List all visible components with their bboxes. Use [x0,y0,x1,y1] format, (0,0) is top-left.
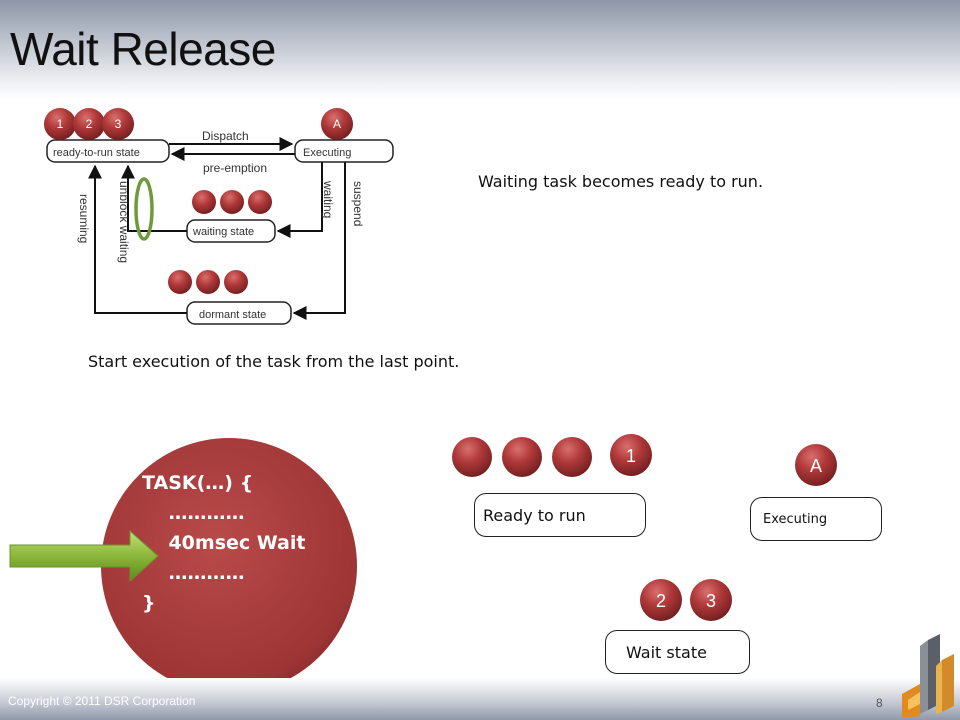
ready-run-ball-task-1: 1 [610,434,652,476]
transition-highlight [134,177,154,241]
footer-bar [0,678,960,720]
waiting-ball [192,190,216,214]
ready-run-ball [552,437,592,477]
suspend-arrow [292,162,346,320]
ready-to-run-box: Ready to run [474,493,646,537]
unblock-label: unblock waiting [117,181,131,263]
resuming-label: resuming [77,194,91,243]
ready-run-ball [502,437,542,477]
ready-task-ball-1: 1 [44,108,76,140]
ready-state-label: ready-to-run state [53,147,140,159]
task-code-circle [101,438,357,694]
svg-text:3: 3 [115,117,122,131]
ready-run-ball [452,437,492,477]
ready-state-box [46,139,170,163]
unblock-arrow [121,164,187,232]
svg-text:1: 1 [57,117,64,131]
lower-executing-ball: A [795,444,837,486]
dormant-state-label: dormant state [199,309,266,321]
code-line-3: 40msec Wait [142,532,306,554]
code-line-1: TASK(…) { [142,472,254,494]
copyright-text: Copyright © 2011 DSR Corporation [8,694,196,708]
wait-state-box: Wait state [605,630,750,674]
ready-to-run-label: Ready to run [483,505,586,525]
waiting-ball [248,190,272,214]
title-bar [0,0,960,100]
slide-title: Wait Release [10,23,276,75]
executing-label: Executing [763,511,828,527]
waiting-edge-label: waiting [321,180,335,218]
execution-pointer-arrow [9,529,159,583]
corporate-logo [902,634,954,718]
svg-text:A: A [810,456,822,476]
note-ready: Waiting task becomes ready to run. [478,172,764,191]
dormant-ball [196,270,220,294]
wait-state-label: Wait state [626,642,707,662]
waiting-ball [220,190,244,214]
code-line-2: ………… [142,502,245,524]
preemption-label: pre-emption [203,161,267,175]
waiting-state-label: waiting state [192,226,254,238]
executing-box: Executing [750,497,882,541]
note-resume: Start execution of the task from the las… [88,352,460,371]
wait-ball-task-3: 3 [690,579,732,621]
suspend-label: suspend [351,181,365,226]
svg-text:1: 1 [626,446,636,466]
svg-text:2: 2 [656,591,666,611]
task-code: TASK(…) { ………… 40msec Wait …………} [142,468,305,618]
dormant-ball [224,270,248,294]
dispatch-label: Dispatch [202,129,249,143]
svg-text:3: 3 [706,591,716,611]
ready-task-ball-3: 3 [102,108,134,140]
executing-state-label: Executing [303,147,351,159]
dormant-ball [168,270,192,294]
svg-text:A: A [333,117,341,131]
code-line-5: } [142,592,156,614]
executing-task-ball: A [321,108,353,140]
waiting-arrow [276,162,323,238]
code-line-4: ………… [142,562,245,584]
ready-task-ball-2: 2 [73,108,105,140]
svg-text:2: 2 [86,117,93,131]
wait-ball-task-2: 2 [640,579,682,621]
page-number: 8 [876,696,883,710]
resuming-arrow [88,164,187,314]
